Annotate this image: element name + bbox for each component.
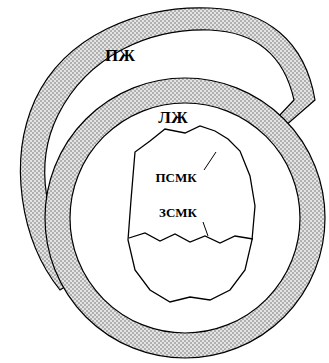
mitral-valve-outline xyxy=(128,126,255,302)
leaflet-label: ЗСМК xyxy=(158,206,198,220)
leaflet-label: ПСМК xyxy=(154,171,197,185)
chamber-label: ЛЖ xyxy=(157,109,188,128)
leaflet-coaptation-line xyxy=(129,233,253,243)
left-ventricle-cavity xyxy=(70,103,300,333)
leader-line xyxy=(203,222,208,236)
chamber-label: ПЖ xyxy=(104,47,136,66)
leader-line xyxy=(204,152,216,170)
left-ventricle-wall xyxy=(45,78,325,358)
